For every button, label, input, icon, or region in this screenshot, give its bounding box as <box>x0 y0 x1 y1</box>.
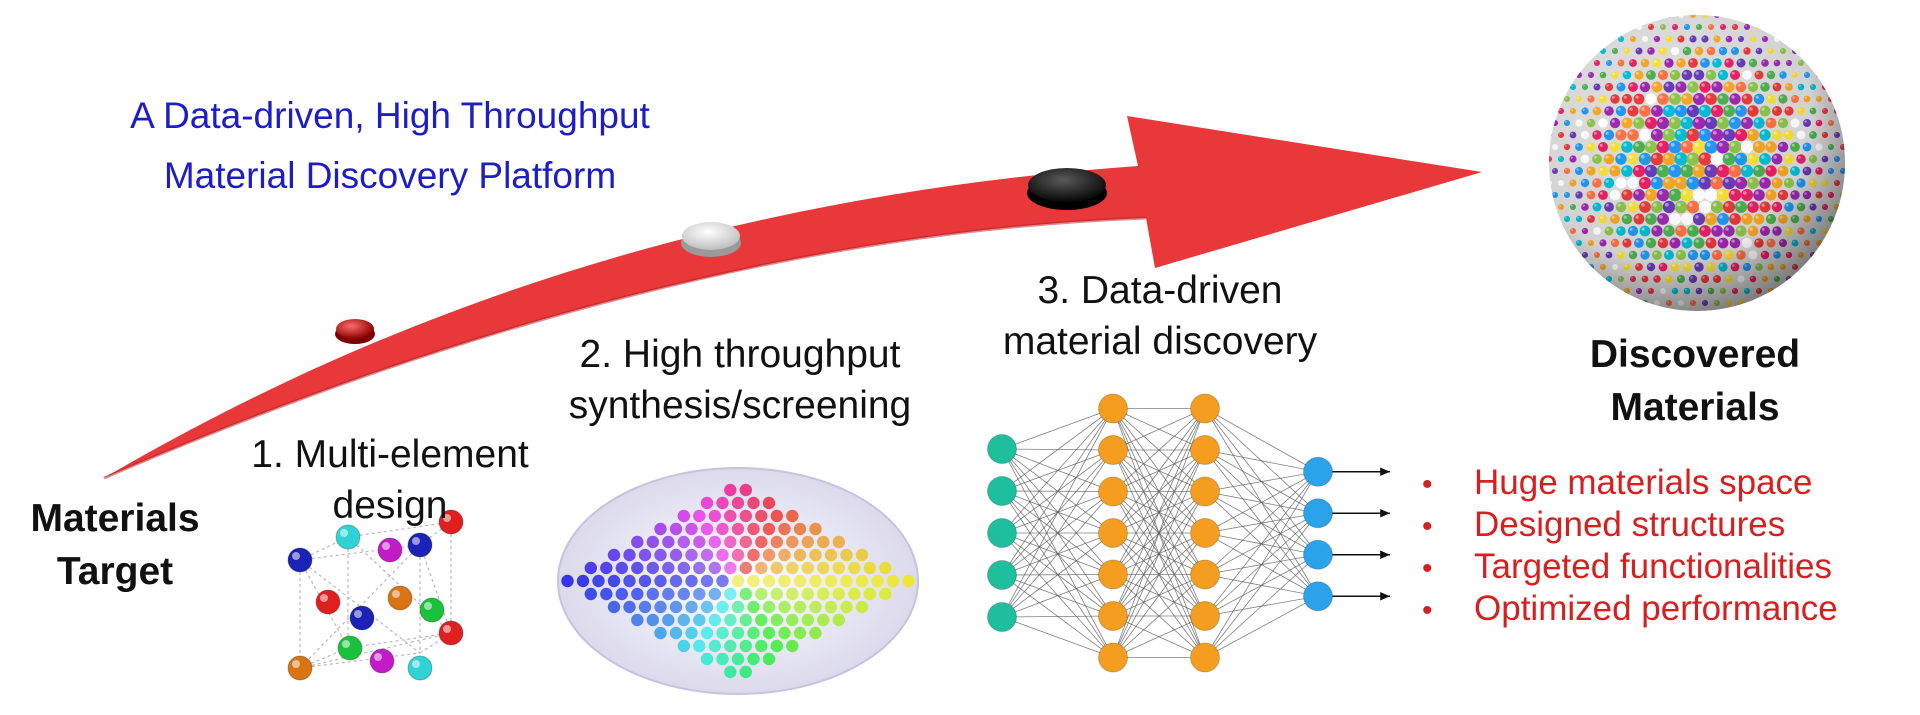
bullet-icon: • <box>1422 552 1433 585</box>
benefit-text: Huge materials space <box>1474 463 1813 502</box>
materials-target-label: Materials Target <box>5 496 225 596</box>
platform-title-line-2: Material Discovery Platform <box>163 155 617 197</box>
step-1-line-2: design <box>332 483 448 527</box>
process-arrow <box>104 116 1482 478</box>
step-3-line-2: material discovery <box>1002 319 1318 363</box>
benefit-item: • Huge materials space <box>1422 462 1838 504</box>
crystal-structure-icon <box>287 509 464 681</box>
step-1-line-1: 1. Multi-element <box>251 433 529 476</box>
platform-title: A Data-driven, High Throughput Material … <box>60 94 720 199</box>
benefit-text: Optimized performance <box>1474 589 1838 628</box>
materials-target-line-1: Materials <box>30 497 200 540</box>
bullet-icon: • <box>1422 468 1433 501</box>
benefit-text: Designed structures <box>1474 505 1786 544</box>
red-marker-icon <box>335 319 375 344</box>
step-2-line-2: synthesis/screening <box>568 383 912 427</box>
wafer-library-icon <box>557 467 919 695</box>
white-marker-icon <box>681 222 741 257</box>
step-2-label: 2. High throughput synthesis/screening <box>550 332 930 430</box>
process-arrow-shadow <box>103 216 1147 480</box>
discovered-materials-line-2: Materials <box>1610 385 1780 429</box>
black-marker-icon <box>1027 168 1107 210</box>
benefit-item: • Targeted functionalities <box>1422 546 1838 588</box>
neural-network-icon <box>987 393 1390 673</box>
bullet-icon: • <box>1422 594 1433 627</box>
benefit-item: • Designed structures <box>1422 504 1838 546</box>
discovered-materials-line-1: Discovered <box>1589 333 1801 376</box>
step-1-label: 1. Multi-element design <box>230 432 550 530</box>
benefit-item: • Optimized performance <box>1422 588 1838 630</box>
platform-title-line-1: A Data-driven, High Throughput <box>130 95 650 136</box>
step-2-line-1: 2. High throughput <box>579 333 901 376</box>
benefit-text: Targeted functionalities <box>1474 547 1832 586</box>
step-3-line-1: 3. Data-driven <box>1037 269 1283 312</box>
discovered-materials-sphere-icon <box>1549 15 1845 311</box>
bullet-icon: • <box>1422 510 1433 543</box>
discovered-materials-label: Discovered Materials <box>1530 332 1860 432</box>
step-3-label: 3. Data-driven material discovery <box>970 268 1350 366</box>
materials-target-line-2: Target <box>56 549 174 593</box>
benefits-list: • Huge materials space • Designed structur… <box>1422 462 1838 630</box>
